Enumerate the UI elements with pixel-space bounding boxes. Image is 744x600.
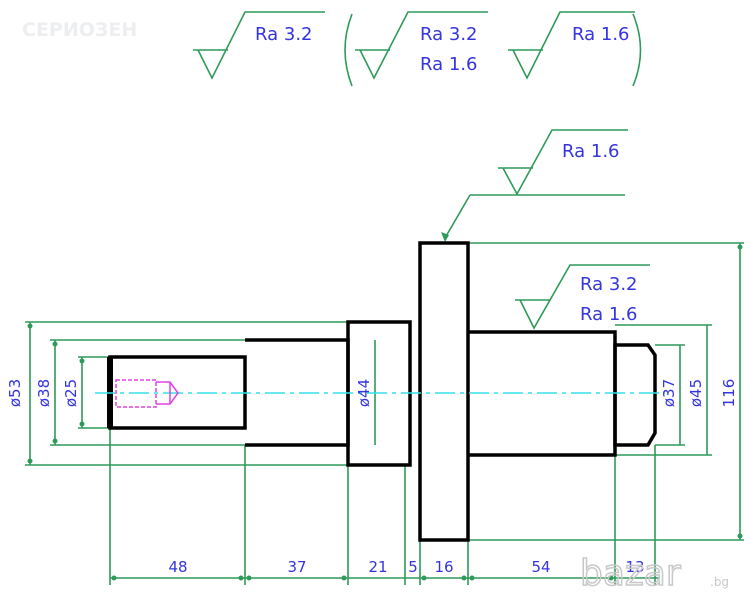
watermark-bazar-suffix: .bg <box>710 575 729 589</box>
dim-d44: ø44 <box>355 379 373 407</box>
dim-length-16: 16 <box>434 558 453 576</box>
roughness-symbol-paren-1: Ra 3.2 Ra 1.6 <box>355 11 488 80</box>
dim-d25: ø25 <box>62 379 80 407</box>
roughness-callout-flange: Ra 1.6 <box>441 129 628 242</box>
dim-d53: ø53 <box>6 379 24 407</box>
dim-length-37: 37 <box>287 558 306 576</box>
shaft-outline <box>107 241 657 542</box>
svg-text:Ra 3.2: Ra 3.2 <box>255 24 313 45</box>
dim-length-13: 13 <box>625 558 644 576</box>
dim-length-48: 48 <box>168 558 187 576</box>
svg-text:Ra 3.2: Ra 3.2 <box>580 274 638 295</box>
svg-text:Ra 1.6: Ra 1.6 <box>580 304 638 325</box>
dim-d37: ø37 <box>660 379 678 407</box>
dim-length-5: 5 <box>408 558 418 576</box>
svg-text:Ra 1.6: Ra 1.6 <box>420 54 478 75</box>
dimension-lines <box>25 242 744 585</box>
dim-116: 116 <box>720 379 738 408</box>
watermark-bazar: bazar <box>580 553 681 594</box>
svg-text:Ra 1.6: Ra 1.6 <box>562 141 620 162</box>
dimension-arrows <box>27 244 743 581</box>
roughness-symbol-general: Ra 3.2 <box>193 11 325 80</box>
paren-left <box>344 13 353 87</box>
dim-d38: ø38 <box>35 379 53 407</box>
roughness-symbol-paren-2: Ra 1.6 <box>508 11 635 80</box>
roughness-callout-shaft: Ra 3.2 Ra 1.6 <box>515 264 650 330</box>
svg-text:Ra 1.6: Ra 1.6 <box>572 24 630 45</box>
watermark-top: СЕРИОЗЕН <box>22 19 137 41</box>
dim-length-21: 21 <box>368 558 387 576</box>
threaded-hole <box>115 379 179 408</box>
dim-d45: ø45 <box>687 379 705 407</box>
svg-text:Ra 3.2: Ra 3.2 <box>420 24 478 45</box>
paren-right <box>632 13 642 87</box>
dim-length-54: 54 <box>531 558 550 576</box>
